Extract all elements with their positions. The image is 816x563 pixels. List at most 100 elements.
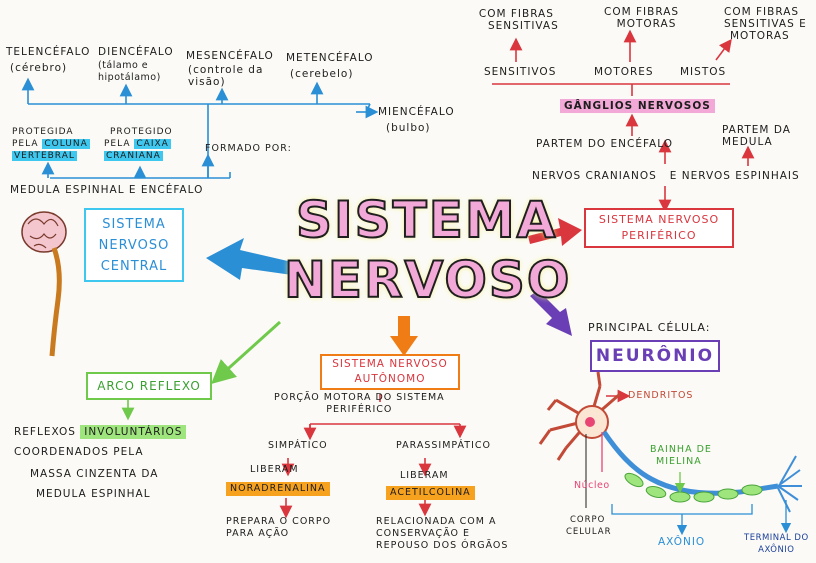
axonio-label: AXÔNIO xyxy=(658,536,706,548)
arco-desc-line2: COORDENADOS PELA xyxy=(14,446,144,458)
partem-medula-2: MEDULA xyxy=(722,136,773,148)
center-title-line2: NERVOSO xyxy=(283,251,572,309)
acetilcolina: ACETILCOLINA xyxy=(386,486,475,500)
dendritos-label: DENDRITOS xyxy=(628,390,694,401)
snp-type-motores: MOTORES xyxy=(594,66,654,78)
snp-detail-mistos-1: COM FIBRAS xyxy=(724,6,800,18)
arco-desc-prefix: REFLEXOS xyxy=(14,426,76,438)
partem-medula: PARTEM DA MEDULA xyxy=(722,124,791,148)
protegido-line2: PELA CAIXA xyxy=(104,138,171,150)
snc-title-2: NERVOSO xyxy=(98,238,170,253)
protegida-hl2: VERTEBRAL xyxy=(12,151,77,161)
nucleo-label: Núcleo xyxy=(574,480,610,491)
noradrenalina: NORADRENALINA xyxy=(226,482,330,496)
mesencefalo-name: MESENCÉFALO xyxy=(186,50,274,62)
principal-celula: PRINCIPAL CÉLULA: xyxy=(588,321,711,334)
snp-detail-motores-2: MOTORAS xyxy=(616,18,677,30)
ganglios-nervosos: GÂNGLIOS NERVOSOS xyxy=(560,99,715,113)
corpo-celular-label: CORPO CELULAR xyxy=(566,514,612,538)
snp-detail-sensitivos-1: COM FIBRAS xyxy=(478,8,554,20)
arrow-to-arco xyxy=(211,320,282,385)
neuronio-title: NEURÔNIO xyxy=(595,346,715,366)
arrow-to-snp xyxy=(528,218,582,246)
protegida-line2: PELA COLUNA xyxy=(12,138,90,150)
parassimpatico-desc-1: RELACIONADA COM A xyxy=(376,516,497,527)
neuron-illustration xyxy=(538,371,802,536)
snp-detail-mistos-3: MOTORAS xyxy=(730,30,790,42)
snp-detail-mistos: COM FIBRAS SENSITIVAS E MOTORAS xyxy=(724,6,807,42)
partem-medula-1: PARTEM DA xyxy=(722,124,791,136)
sna-title-2: AUTÔNOMO xyxy=(354,373,426,385)
snp-detail-mistos-2: SENSITIVAS E xyxy=(724,18,807,30)
nervos-cranianos-espinhais: NERVOS CRANIANOS E NERVOS ESPINHAIS xyxy=(532,170,800,182)
protegido-prefix: PELA xyxy=(104,139,131,149)
diencefalo-name: DIENCÉFALO xyxy=(98,46,174,58)
snp-type-sensitivos: SENSITIVOS xyxy=(484,66,557,78)
arco-desc-line4: MEDULA ESPINHAL xyxy=(36,488,151,500)
mesencefalo-detail: (controle da visão) xyxy=(188,64,264,88)
simpatico-desc: PREPARA O CORPO PARA AÇÃO xyxy=(226,516,331,540)
parassimpatico-desc-2: CONSERVAÇÃO E xyxy=(376,528,471,539)
simpatico-liberam: LIBERAM xyxy=(250,464,299,475)
protegido-line3: CRANIANA xyxy=(104,150,163,162)
bainha-label-2: MIELINA xyxy=(656,456,702,467)
terminal-label-2: AXÔNIO xyxy=(758,545,795,555)
telencefalo-name: TELENCÉFALO xyxy=(6,46,91,58)
protegida-line3: VERTEBRAL xyxy=(12,150,77,162)
corpo-celular-2: CELULAR xyxy=(566,527,612,537)
snp-detail-motores-1: COM FIBRAS xyxy=(604,6,680,18)
metencefalo-detail: (cerebelo) xyxy=(290,68,354,80)
protegida-hl1: COLUNA xyxy=(42,139,90,149)
snp-connectors xyxy=(279,29,755,519)
snp-title-1: SISTEMA NERVOSO xyxy=(598,213,720,226)
protegido-line1: PROTEGIDO xyxy=(110,127,173,137)
formado-por: FORMADO POR: xyxy=(205,143,292,154)
arrow-to-sna xyxy=(390,316,418,356)
simpatico-desc-2: PARA AÇÃO xyxy=(226,528,290,539)
sna-title-1: SISTEMA NERVOSO xyxy=(332,358,448,370)
snc-title-1: SISTEMA xyxy=(102,217,166,232)
neuronio-box: NEURÔNIO xyxy=(590,340,720,372)
miencefalo-name: MIENCÉFALO xyxy=(378,106,455,118)
diencefalo-detail: (tálamo e hipotálamo) xyxy=(98,60,161,83)
parassimpatico-name: PARASSIMPÁTICO xyxy=(396,440,491,451)
medula-encefalo: MEDULA ESPINHAL E ENCÉFALO xyxy=(10,184,204,196)
snp-title-2: PERIFÉRICO xyxy=(621,229,697,242)
arrow-to-snc xyxy=(206,238,292,280)
protegida-line1: PROTEGIDA xyxy=(12,127,74,137)
simpatico-desc-1: PREPARA O CORPO xyxy=(226,516,332,527)
corpo-celular-1: CORPO xyxy=(570,515,606,525)
partem-encefalo: PARTEM DO ENCÉFALO xyxy=(536,138,673,150)
brain-spinal-cord-illustration xyxy=(21,211,67,357)
bainha-label: BAINHA DE MIELINA xyxy=(650,444,712,468)
parassimpatico-desc: RELACIONADA COM A CONSERVAÇÃO E REPOUSO … xyxy=(376,516,508,552)
sna-porcao-2: PERIFÉRICO xyxy=(326,404,393,415)
terminal-label-1: TERMINAL DO xyxy=(744,533,809,543)
sna-porcao: PORÇÃO MOTORA DO SISTEMA PERIFÉRICO xyxy=(274,392,445,416)
terminal-label: TERMINAL DO AXÔNIO xyxy=(744,532,809,556)
protegida-prefix: PELA xyxy=(12,139,39,149)
snp-detail-sensitivos: COM FIBRAS SENSITIVAS xyxy=(474,8,559,32)
miencefalo-detail: (bulbo) xyxy=(386,122,431,134)
snc-box: SISTEMA NERVOSO CENTRAL xyxy=(84,208,184,282)
arco-box: ARCO REFLEXO xyxy=(86,372,212,400)
snc-connectors xyxy=(21,77,379,179)
simpatico-name: SIMPÁTICO xyxy=(268,440,328,451)
parassimpatico-desc-3: REPOUSO DOS ÓRGÃOS xyxy=(376,540,509,551)
metencefalo-name: METENCÉFALO xyxy=(286,52,374,64)
center-title-line1: SISTEMA xyxy=(295,191,558,249)
arco-desc-line3: MASSA CINZENTA DA xyxy=(30,468,159,480)
protegido-hl2: CRANIANA xyxy=(104,151,163,161)
arco-desc-line1: REFLEXOS INVOLUNTÁRIOS xyxy=(14,425,187,439)
telencefalo-detail: (cérebro) xyxy=(10,62,68,74)
sna-box: SISTEMA NERVOSO AUTÔNOMO xyxy=(320,354,460,390)
snc-title-3: CENTRAL xyxy=(100,259,168,274)
protegido-hl1: CAIXA xyxy=(134,139,171,149)
arco-title: ARCO REFLEXO xyxy=(97,379,201,393)
snp-detail-motores: COM FIBRAS MOTORAS xyxy=(604,6,679,30)
bainha-label-1: BAINHA DE xyxy=(650,444,712,455)
snp-type-mistos: MISTOS xyxy=(680,66,727,78)
parassimpatico-liberam: LIBERAM xyxy=(400,470,449,481)
arco-desc-hl: INVOLUNTÁRIOS xyxy=(80,425,187,439)
